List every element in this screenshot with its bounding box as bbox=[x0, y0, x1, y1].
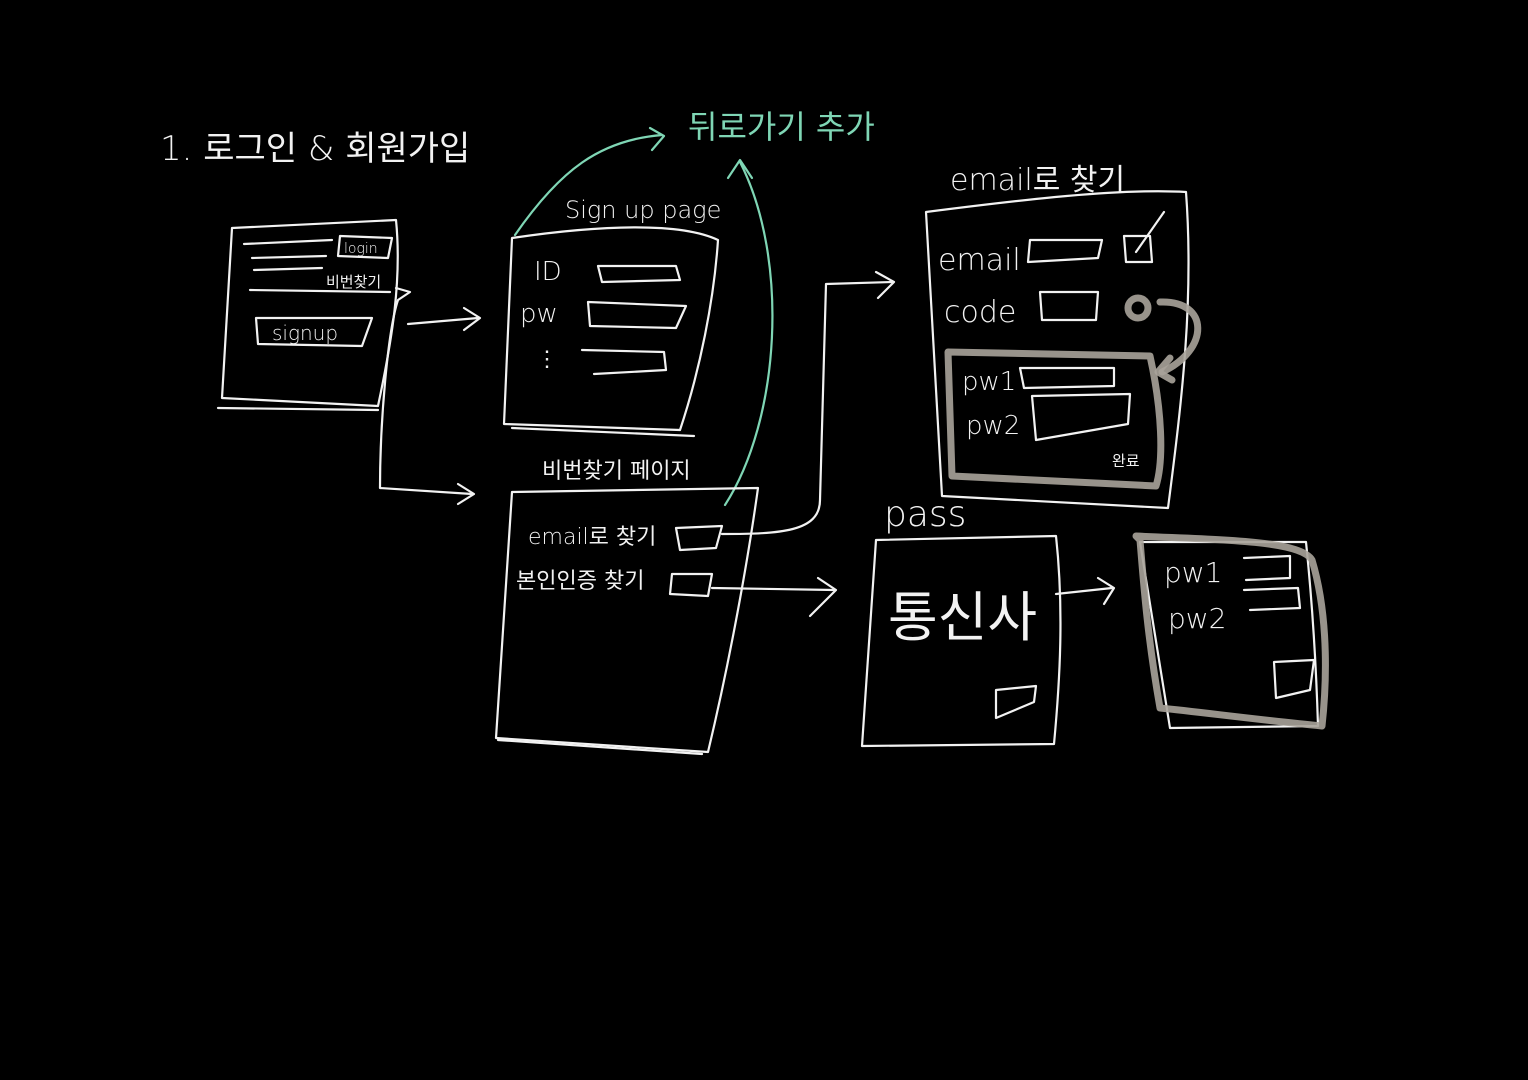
reset-pw1-input bbox=[1242, 554, 1292, 582]
extra-field bbox=[580, 348, 668, 376]
pw2-input-sketch bbox=[1030, 392, 1132, 442]
reset-submit-button bbox=[1272, 658, 1316, 700]
send-code-button bbox=[1122, 234, 1154, 264]
reset-highlight bbox=[1132, 532, 1329, 730]
note-arrowhead-2 bbox=[726, 158, 754, 180]
find-pw-link: 비번찾기 bbox=[326, 273, 381, 291]
pass-page-title: pass bbox=[884, 494, 966, 535]
arrow-login-to-signup bbox=[406, 316, 480, 326]
pw-field bbox=[586, 300, 688, 330]
signup-button-box bbox=[254, 316, 374, 348]
email-find-button bbox=[674, 524, 724, 552]
arrow-pass-to-reset bbox=[1054, 586, 1114, 596]
signup-page-sketch: Sign up page ID pw ⋮ bbox=[502, 196, 721, 438]
id-label: ID bbox=[534, 257, 562, 287]
identity-find-button bbox=[668, 572, 714, 598]
pw2-label: pw2 bbox=[966, 411, 1020, 441]
pass-next-button bbox=[994, 684, 1038, 720]
diagram-title: 1. 로그인 & 회원가입 bbox=[160, 129, 470, 169]
email-find-page-title: email로 찾기 bbox=[950, 163, 1125, 198]
pw-label: pw bbox=[520, 299, 558, 329]
more-fields: ⋮ bbox=[536, 347, 558, 372]
reset-pw1-label: pw1 bbox=[1164, 556, 1223, 589]
find-pw-page-sketch: 비번찾기 페이지 email로 찾기 본인인증 찾기 bbox=[494, 459, 760, 756]
email-label: email bbox=[938, 243, 1021, 278]
signup-page-title: Sign up page bbox=[565, 196, 721, 224]
code-label: code bbox=[944, 295, 1016, 330]
note-arrow-findpw bbox=[723, 160, 774, 507]
reset-pw2-input bbox=[1242, 586, 1302, 612]
signup-button-label: signup bbox=[272, 321, 338, 345]
arrow-to-email-find bbox=[720, 280, 894, 536]
email-input-sketch bbox=[1026, 238, 1104, 264]
arrow-login-to-findpw bbox=[378, 286, 474, 496]
email-find-page-sketch: email로 찾기 email code pw1 pw2 완료 bbox=[924, 163, 1202, 510]
reset-page-sketch: pw1 pw2 bbox=[1132, 532, 1329, 730]
id-field bbox=[596, 264, 682, 284]
login-page-sketch: login 비번찾기 signup bbox=[216, 218, 399, 412]
pw1-input-sketch bbox=[1018, 366, 1116, 390]
verify-flow-arrow bbox=[1156, 298, 1202, 376]
arrow-to-pass bbox=[710, 586, 836, 592]
code-input-sketch bbox=[1038, 290, 1100, 322]
pw1-label: pw1 bbox=[962, 367, 1016, 397]
email-find-option: email로 찾기 bbox=[528, 525, 656, 550]
pass-page-sketch: pass 통신사 bbox=[860, 494, 1062, 748]
new-pw-highlight bbox=[944, 348, 1165, 490]
identity-find-option: 본인인증 찾기 bbox=[516, 569, 644, 594]
carrier-label: 통신사 bbox=[888, 586, 1037, 649]
find-pw-page-title: 비번찾기 페이지 bbox=[542, 459, 691, 484]
login-button-label: login bbox=[344, 241, 378, 257]
verify-button bbox=[1124, 294, 1152, 322]
note-arrow-signup bbox=[513, 133, 664, 237]
login-button-box bbox=[336, 234, 394, 260]
reset-pw2-label: pw2 bbox=[1168, 602, 1227, 635]
submit-button-label: 완료 bbox=[1112, 452, 1140, 470]
back-button-note: 뒤로가기 추가 bbox=[688, 108, 875, 146]
note-arrowhead-1 bbox=[648, 126, 666, 152]
